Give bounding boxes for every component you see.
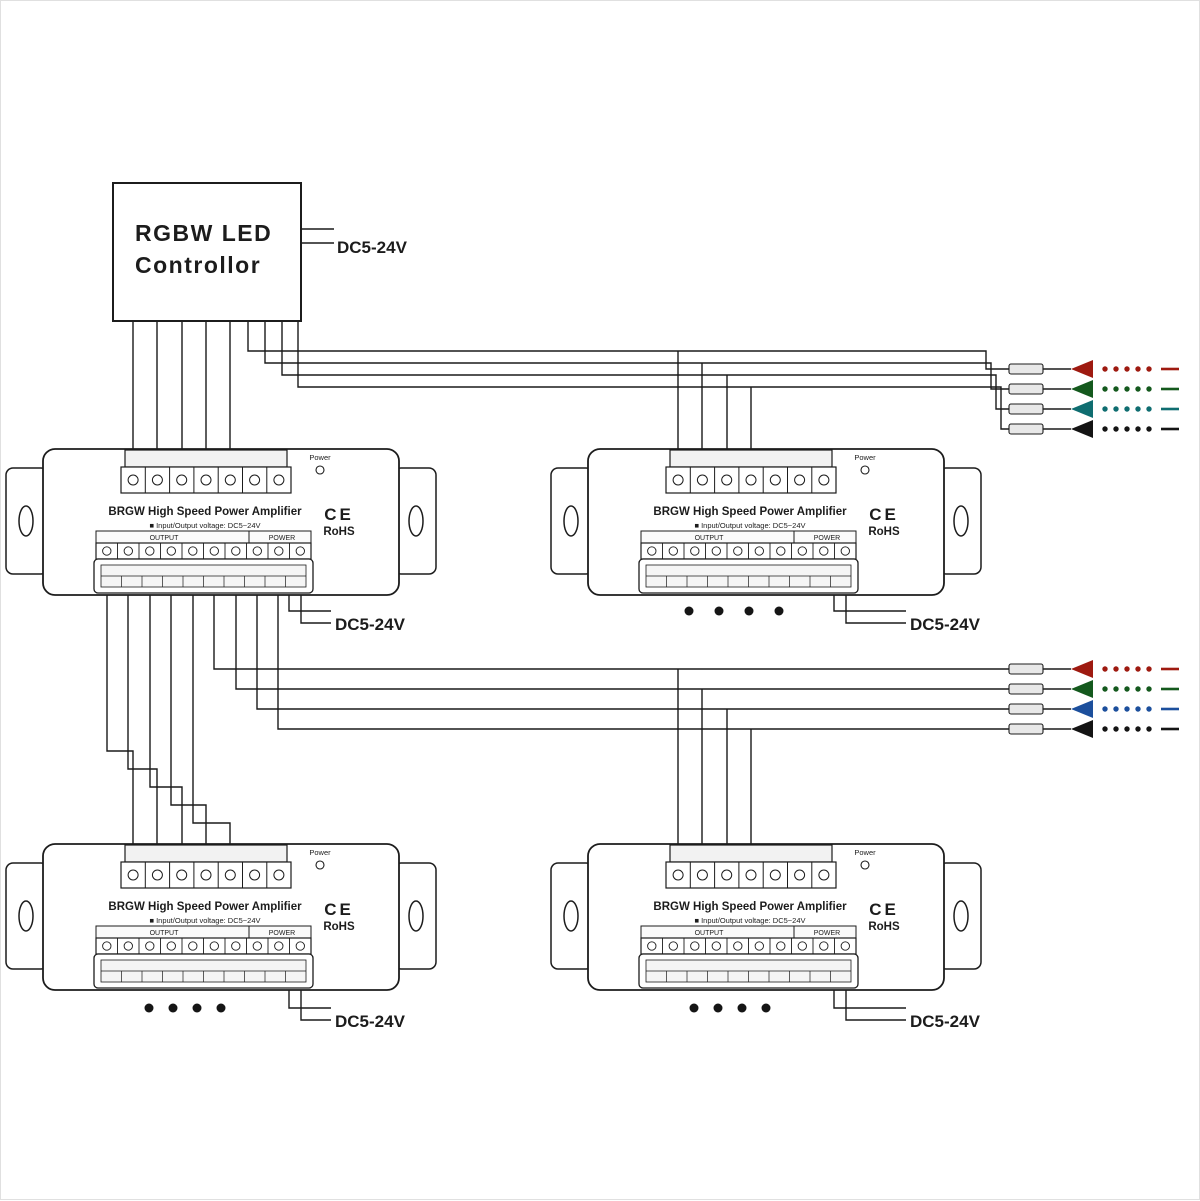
dc-label-amp2: DC5-24V bbox=[910, 615, 981, 634]
dc-label-amp3: DC5-24V bbox=[335, 1012, 406, 1031]
wire-bus-mid-3 bbox=[256, 593, 1009, 710]
controller-label-line2: Controllor bbox=[135, 252, 261, 278]
dc-label-amp1: DC5-24V bbox=[335, 615, 406, 634]
wire-bus-top-4 bbox=[297, 321, 1009, 430]
wire-dc-controller bbox=[301, 228, 334, 244]
wire-taps-to-amp2 bbox=[677, 351, 752, 450]
led-strip-1-teal bbox=[1008, 399, 1180, 419]
led-strip-1-black bbox=[1008, 419, 1180, 439]
wire-amp1-to-amp3 bbox=[106, 593, 231, 845]
led-strip-set-2 bbox=[1008, 659, 1180, 739]
led-strip-1-green bbox=[1008, 379, 1180, 399]
amplifier-1 bbox=[5, 448, 437, 596]
controller-box: RGBW LED Controllor bbox=[112, 182, 302, 322]
amplifier-3 bbox=[5, 843, 437, 991]
led-strip-1-red bbox=[1008, 359, 1180, 379]
wire-dc-amp1 bbox=[288, 593, 331, 624]
continuation-dots-amp2 bbox=[684, 606, 784, 616]
led-strip-2-green bbox=[1008, 679, 1180, 699]
wires bbox=[106, 228, 1009, 1021]
dc-label-controller: DC5-24V bbox=[337, 238, 408, 257]
led-strip-set-1 bbox=[1008, 359, 1180, 439]
wire-bus-top-2 bbox=[264, 321, 1009, 390]
controller-label-line1: RGBW LED bbox=[135, 220, 272, 246]
amplifier-4 bbox=[550, 843, 982, 991]
wire-bus-top-3 bbox=[281, 321, 1009, 410]
continuation-dots-amp3 bbox=[144, 1003, 226, 1013]
wire-dc-amp4 bbox=[833, 988, 906, 1021]
wire-bus-mid-1 bbox=[213, 593, 1009, 670]
wire-bus-top-1 bbox=[247, 321, 1009, 370]
wire-dc-amp2 bbox=[833, 593, 906, 624]
led-strip-2-red bbox=[1008, 659, 1180, 679]
amplifier-2 bbox=[550, 448, 982, 596]
continuation-dots-amp4 bbox=[689, 1003, 771, 1013]
wire-controller-to-amp1 bbox=[132, 321, 231, 450]
wire-bus-mid-2 bbox=[235, 593, 1009, 690]
wire-bus-mid-4 bbox=[277, 593, 1009, 730]
wire-taps-to-amp4 bbox=[677, 669, 752, 845]
led-strip-2-blue bbox=[1008, 699, 1180, 719]
wire-dc-amp3 bbox=[288, 988, 331, 1021]
led-strip-2-black bbox=[1008, 719, 1180, 739]
dc-label-amp4: DC5-24V bbox=[910, 1012, 981, 1031]
